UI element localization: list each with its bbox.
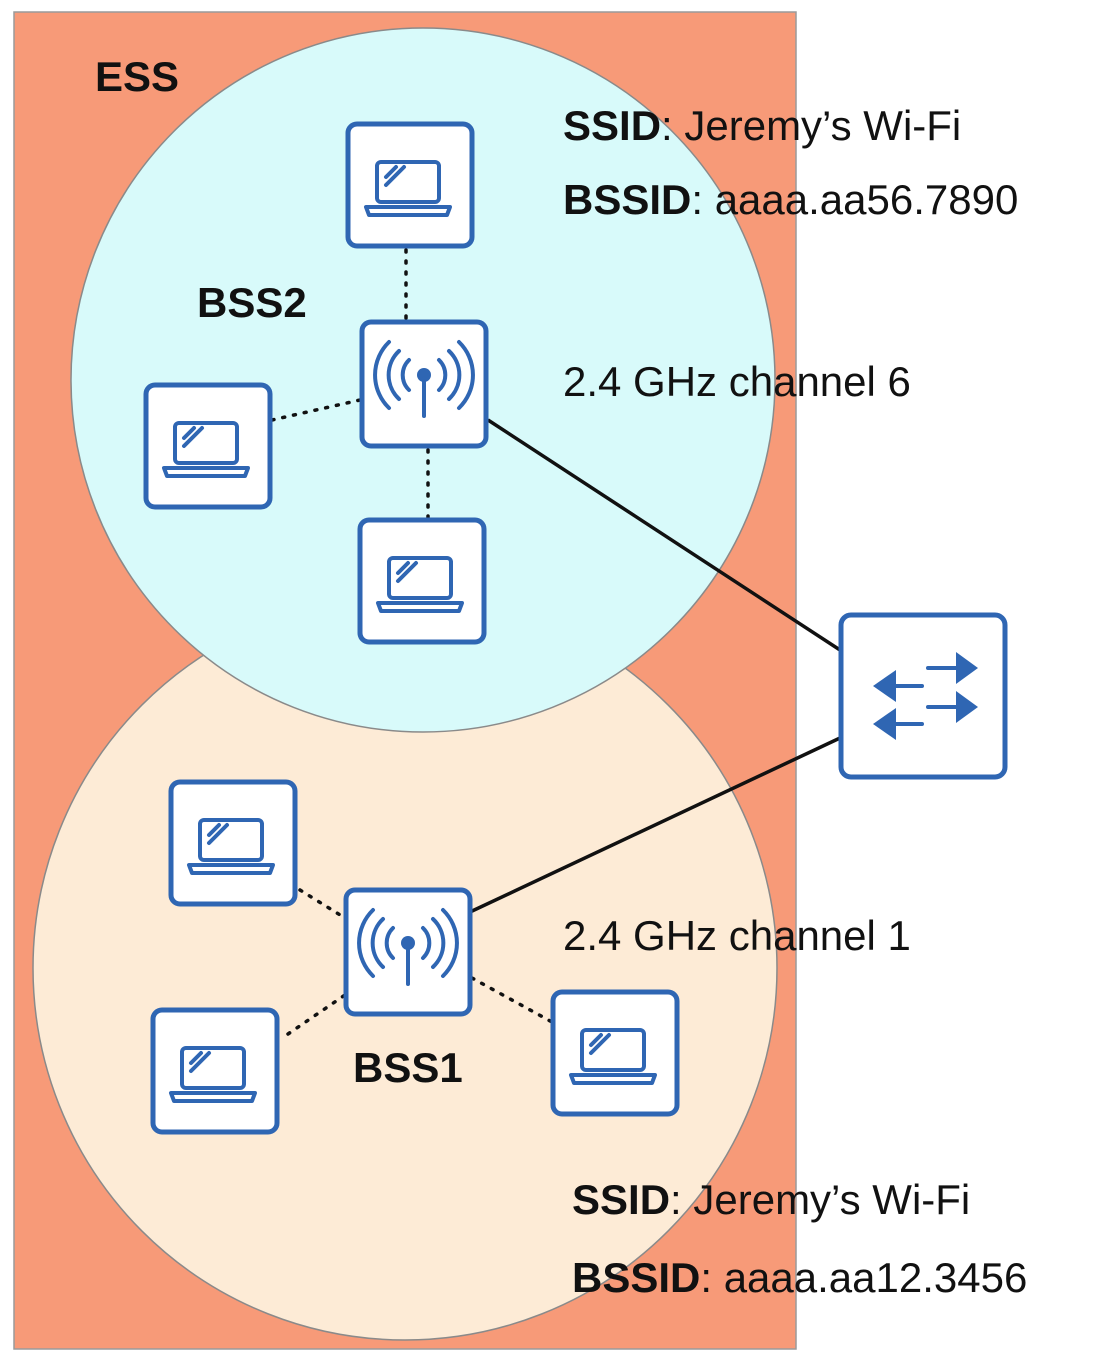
bss2-wireless-link-left (270, 398, 362, 422)
bss1-wireless-link-bottom-left (286, 993, 347, 1036)
bss2-laptop-left (143, 382, 273, 510)
bss2-bssid-key: BSSID (563, 176, 691, 223)
bss2-ssid-key: SSID (563, 102, 661, 149)
ess-label: ESS (95, 53, 179, 100)
bss1-bssid-key: BSSID (572, 1254, 700, 1301)
bss1-label: BSS1 (353, 1044, 463, 1091)
bss2-bssid-line: BSSID: aaaa.aa56.7890 (563, 176, 1018, 223)
bss1-laptop-bottom-left (150, 1007, 280, 1135)
bss2-laptop-bottom (357, 517, 487, 645)
bss2-access-point (359, 319, 489, 449)
bss1-ssid-key: SSID (572, 1176, 670, 1223)
bss1-access-point (343, 887, 473, 1017)
bss2-ssid-line: SSID: Jeremy’s Wi-Fi (563, 102, 961, 149)
bss1-laptop-right (550, 989, 680, 1117)
bss1-wireless-link-top-left (298, 888, 347, 920)
bss1-wireless-link-right (470, 976, 554, 1024)
bss2-label: BSS2 (197, 279, 307, 326)
bss1-laptop-top-left (168, 779, 298, 907)
switch-arrows-icon (873, 652, 978, 740)
bss1-ap-uplink (469, 736, 841, 914)
bss2-channel-label: 2.4 GHz channel 6 (563, 358, 911, 405)
bss1-ssid-value: : Jeremy’s Wi-Fi (670, 1176, 970, 1223)
bss2-laptop-top (345, 121, 475, 249)
bss2-ssid-value: : Jeremy’s Wi-Fi (661, 102, 961, 149)
network-switch (838, 612, 1008, 780)
bss1-bssid-line: BSSID: aaaa.aa12.3456 (572, 1254, 1027, 1301)
bss2-bssid-value: : aaaa.aa56.7890 (691, 176, 1018, 223)
bss1-ssid-line: SSID: Jeremy’s Wi-Fi (572, 1176, 970, 1223)
bss1-bssid-value: : aaaa.aa12.3456 (700, 1254, 1027, 1301)
bss2-ap-uplink (487, 418, 841, 652)
bss1-channel-label: 2.4 GHz channel 1 (563, 912, 911, 959)
